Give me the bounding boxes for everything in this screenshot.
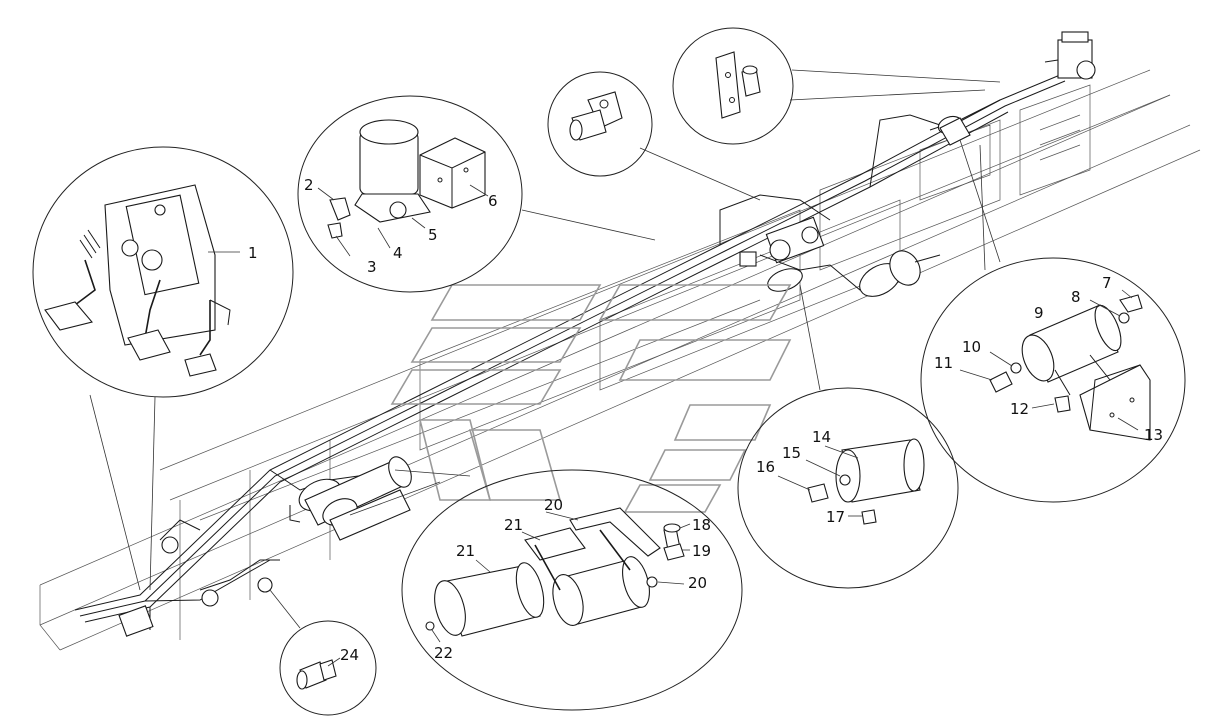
callout-1: 1 [248, 244, 258, 262]
air-compressor [1044, 31, 1096, 80]
callout-14: 14 [812, 428, 831, 446]
mounting-bracket [715, 51, 761, 119]
callout-13: 13 [1144, 426, 1163, 444]
callout-12: 12 [1010, 400, 1029, 418]
straight-fitting [296, 659, 337, 690]
callout-11: 11 [934, 354, 953, 372]
callout-17: 17 [826, 508, 845, 526]
rear-brake-chamber [859, 250, 941, 297]
bubble-front-tanks: 20 21 18 19 20 21 22 [349, 469, 743, 711]
air-dryer [327, 119, 486, 239]
elbow-fitting [569, 91, 623, 141]
callout-21a: 20 [544, 496, 563, 514]
callout-7: 7 [1102, 274, 1112, 292]
callout-16: 16 [756, 458, 775, 476]
rear-air-tank [989, 294, 1151, 441]
air-tank [807, 438, 925, 525]
callout-4: 4 [393, 244, 403, 262]
front-air-tanks [289, 456, 412, 541]
callout-18: 18 [692, 516, 711, 534]
watermark-logo [390, 284, 792, 513]
callout-19: 19 [692, 542, 711, 560]
callout-8: 8 [1071, 288, 1081, 306]
callout-21b: 21 [504, 516, 523, 534]
callout-23: 22 [434, 644, 453, 662]
callout-5: 5 [428, 226, 438, 244]
bubble-elbow-fitting [547, 71, 761, 201]
bubble-fitting: 24 [269, 589, 377, 716]
callout-9: 9 [1034, 304, 1044, 322]
pedal-assembly [44, 184, 231, 377]
callout-20: 20 [688, 574, 707, 592]
front-air-tank-pair [425, 507, 685, 637]
bubble-air-dryer: 2 3 4 5 6 [297, 95, 656, 293]
callout-10: 10 [962, 338, 981, 356]
chassis-components [118, 31, 1096, 637]
callout-22: 21 [456, 542, 475, 560]
bubble-pedal-assembly: 1 [32, 146, 294, 591]
bubble-rear-tank: 7 8 9 10 11 12 13 [920, 139, 1186, 503]
bubble-tank-assembly: 14 15 16 17 [737, 284, 959, 589]
callout-2: 2 [304, 176, 314, 194]
bubble-bracket [672, 27, 1001, 145]
callout-3: 3 [367, 258, 377, 276]
callout-24: 24 [340, 646, 359, 664]
callout-6: 6 [488, 192, 498, 210]
callout-15: 15 [782, 444, 801, 462]
rear-tank [937, 115, 971, 146]
